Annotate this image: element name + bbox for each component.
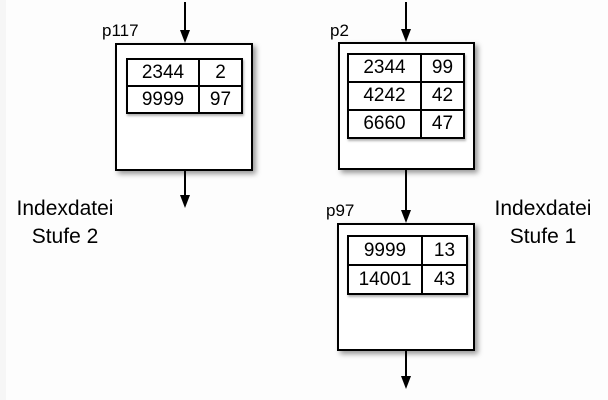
key-pointer-table-p97: 9999 13 14001 43: [347, 235, 468, 295]
arrow-head-icon: [401, 210, 411, 223]
arrow-head-icon: [401, 29, 411, 42]
key-pointer-table-p2: 2344 99 4242 42 6660 47: [347, 53, 465, 139]
table-row: 14001 43: [347, 264, 468, 295]
node-label-p2: p2: [330, 21, 349, 40]
arrow-out-of-p97: [400, 351, 412, 389]
arrow-line: [184, 2, 186, 32]
arrow-p2-to-p97: [400, 170, 412, 223]
key-cell: 4242: [347, 81, 422, 111]
arrow-line: [405, 351, 407, 378]
pointer-cell: 43: [421, 264, 468, 295]
level-label-line1: Indexdatei: [16, 197, 114, 220]
arrow-head-icon: [180, 30, 190, 43]
arrow-out-of-p117: [179, 170, 191, 208]
index-page-p117: 2344 2 9999 97: [115, 43, 253, 171]
page-edge: [0, 0, 6, 400]
key-cell: 2344: [347, 53, 422, 83]
level-label-line1: Indexdatei: [494, 197, 592, 220]
key-cell: 6660: [347, 109, 422, 139]
pointer-cell: 13: [421, 235, 468, 266]
arrow-line: [405, 2, 407, 31]
key-cell: 2344: [126, 58, 200, 87]
pointer-cell: 99: [420, 53, 465, 83]
key-pointer-table-p117: 2344 2 9999 97: [126, 58, 243, 114]
table-row: 4242 42: [347, 81, 465, 111]
key-cell: 14001: [347, 264, 423, 295]
table-row: 9999 13: [347, 235, 468, 266]
arrow-head-icon: [180, 195, 190, 208]
pointer-cell: 97: [198, 85, 243, 114]
pointer-cell: 2: [198, 58, 243, 87]
table-row: 9999 97: [126, 85, 243, 114]
key-cell: 9999: [347, 235, 423, 266]
arrow-head-icon: [401, 376, 411, 389]
node-label-p97: p97: [326, 201, 355, 220]
level-label-stufe-2: Indexdatei Stufe 2: [6, 195, 124, 251]
level-label-stufe-1: Indexdatei Stufe 1: [484, 195, 602, 251]
index-page-p97: 9999 13 14001 43: [337, 223, 475, 351]
arrow-line: [405, 170, 407, 212]
table-row: 2344 2: [126, 58, 243, 87]
table-row: 6660 47: [347, 109, 465, 139]
key-cell: 9999: [126, 85, 200, 114]
node-label-p117: p117: [102, 21, 139, 40]
arrow-into-p117: [179, 2, 191, 43]
level-label-line2: Stufe 2: [31, 225, 99, 248]
table-row: 2344 99: [347, 53, 465, 83]
pointer-cell: 47: [420, 109, 465, 139]
pointer-cell: 42: [420, 81, 465, 111]
arrow-line: [184, 170, 186, 197]
arrow-into-p2: [400, 2, 412, 42]
index-page-p2: 2344 99 4242 42 6660 47: [338, 42, 475, 170]
level-label-line2: Stufe 1: [509, 225, 577, 248]
